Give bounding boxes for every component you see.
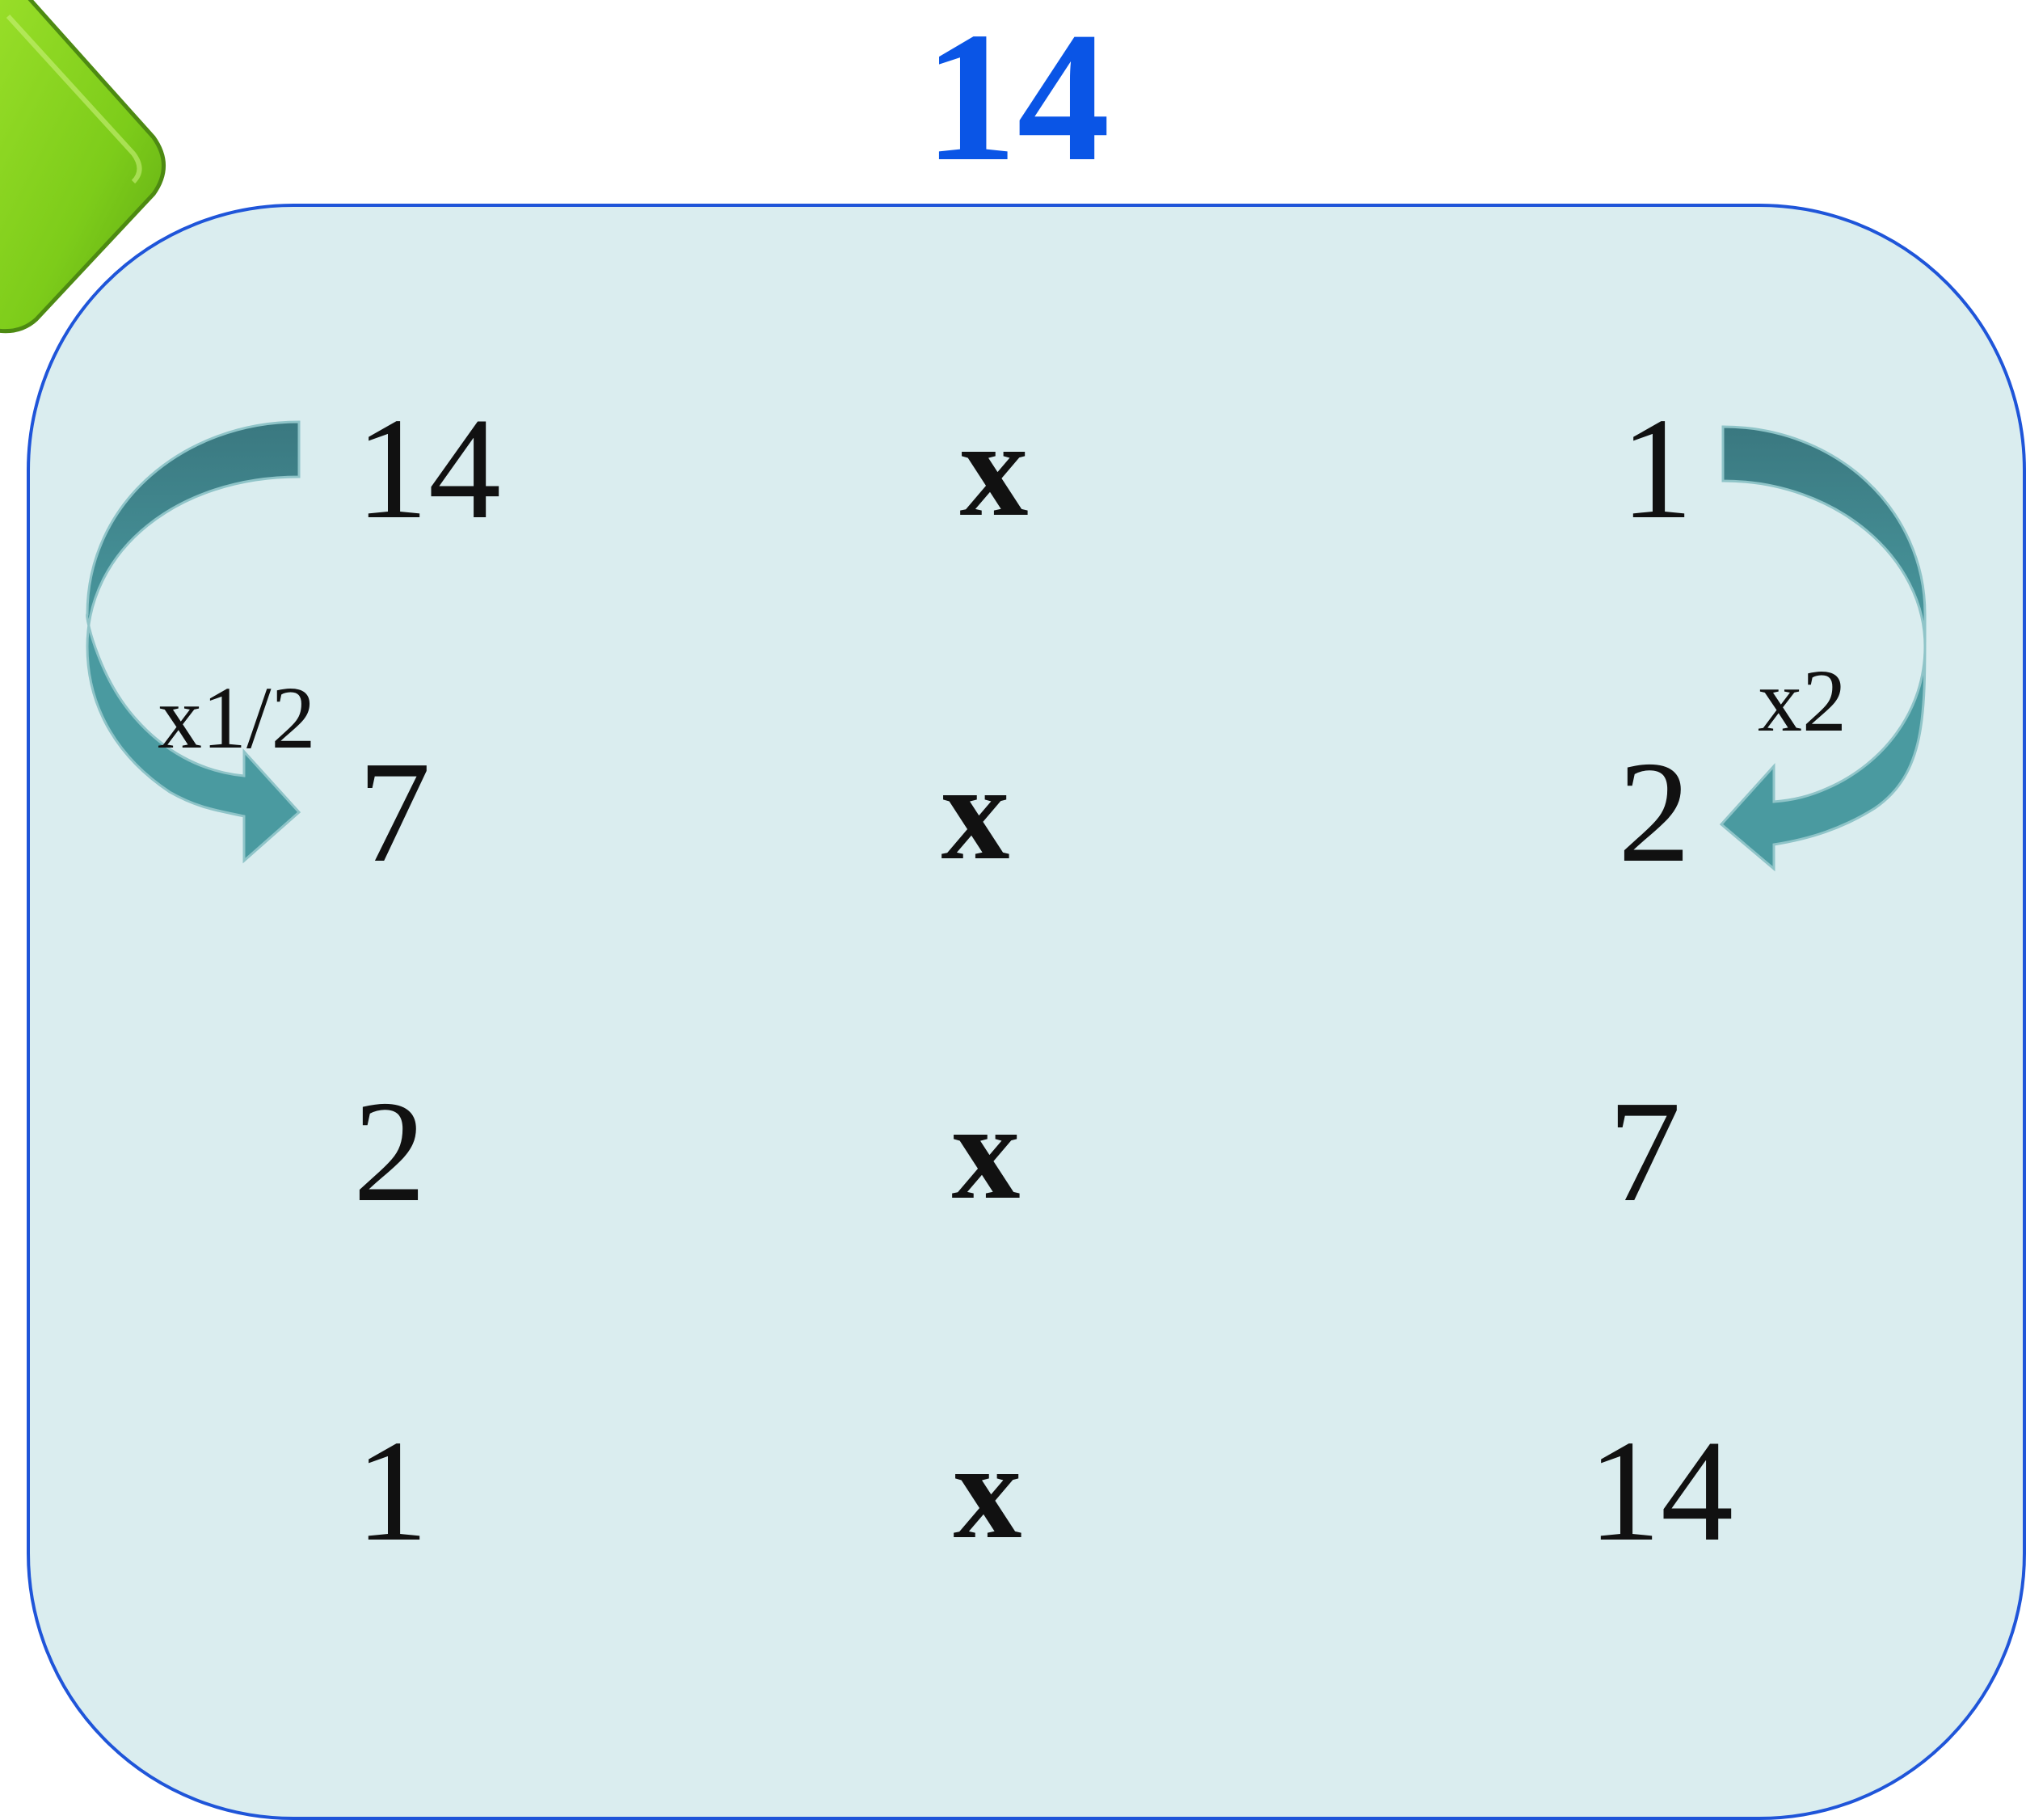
arrows-layer <box>86 420 1927 872</box>
row4-multiply-sign: x <box>953 1415 1022 1567</box>
curved-arrow-down-left-icon <box>1719 425 1927 872</box>
row4-left-factor: 1 <box>356 1410 428 1571</box>
row2-multiply-sign: x <box>941 736 1010 888</box>
page-title: 14 <box>924 0 1110 200</box>
row2-right-factor: 2 <box>1618 731 1691 892</box>
row1-left-factor: 14 <box>356 388 501 549</box>
row3-left-factor: 2 <box>353 1071 426 1232</box>
factor-pairs-panel <box>27 204 2026 1820</box>
right-arrow-label: x2 <box>1758 651 1847 750</box>
row2-left-factor: 7 <box>358 731 431 892</box>
curved-arrow-down-right-icon <box>86 420 301 864</box>
row1-right-factor: 1 <box>1620 388 1693 549</box>
green-corner-shape <box>0 0 166 334</box>
row4-right-factor: 14 <box>1588 1410 1733 1571</box>
row1-multiply-sign: x <box>959 393 1029 545</box>
left-arrow-label: x1/2 <box>158 668 316 767</box>
row3-right-factor: 7 <box>1608 1071 1681 1232</box>
row3-multiply-sign: x <box>951 1076 1021 1228</box>
